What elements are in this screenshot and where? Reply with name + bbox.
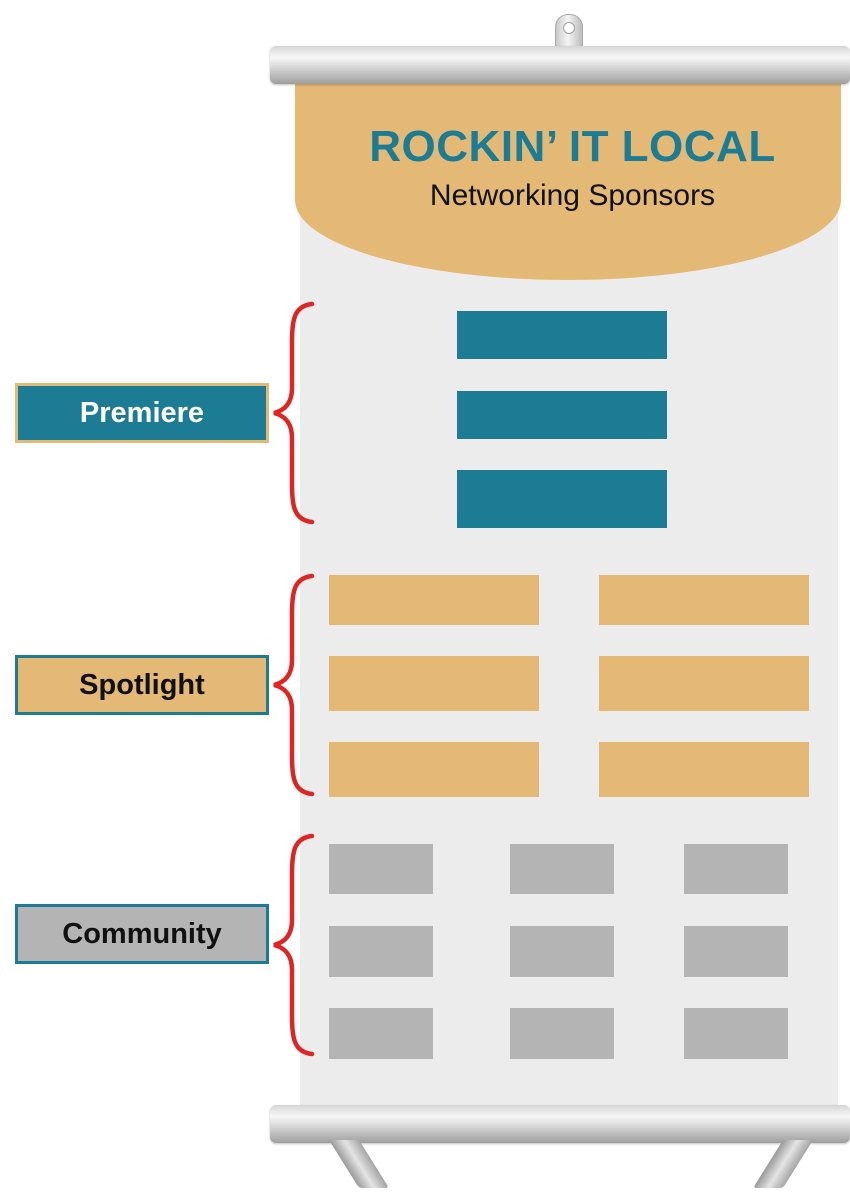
community-sponsor-slot bbox=[510, 926, 614, 977]
top-rail bbox=[270, 46, 850, 84]
community-sponsor-slot bbox=[329, 844, 433, 894]
community-sponsor-slot bbox=[684, 926, 788, 977]
banner-subtitle: Networking Sponsors bbox=[429, 179, 716, 212]
community-brace bbox=[273, 833, 315, 1057]
spotlight-brace bbox=[273, 573, 315, 797]
spotlight-sponsor-slot bbox=[599, 656, 809, 711]
banner-header bbox=[295, 84, 841, 280]
banner-title: ROCKIN’ IT LOCAL bbox=[369, 122, 776, 171]
hanger-hook bbox=[555, 14, 583, 52]
community-sponsor-slot bbox=[510, 844, 614, 894]
community-sponsor-slot bbox=[684, 1008, 788, 1059]
spotlight-sponsor-slot bbox=[329, 656, 539, 711]
left-foot bbox=[329, 1140, 389, 1188]
premiere-sponsor-slot bbox=[457, 391, 667, 439]
premiere-sponsor-slot bbox=[457, 311, 667, 359]
community-sponsor-slot bbox=[329, 926, 433, 977]
premiere-brace bbox=[273, 301, 315, 525]
tier-label-premiere: Premiere bbox=[15, 383, 269, 443]
spotlight-sponsor-slot bbox=[599, 742, 809, 797]
community-sponsor-slot bbox=[684, 844, 788, 894]
community-sponsor-slot bbox=[510, 1008, 614, 1059]
tier-label-spotlight: Spotlight bbox=[15, 655, 269, 715]
tier-label-community: Community bbox=[15, 904, 269, 964]
community-sponsor-slot bbox=[329, 1008, 433, 1059]
spotlight-sponsor-slot bbox=[599, 575, 809, 625]
spotlight-sponsor-slot bbox=[329, 575, 539, 625]
hanger-hole bbox=[563, 22, 575, 34]
premiere-sponsor-slot bbox=[457, 470, 667, 528]
right-foot bbox=[753, 1140, 813, 1188]
bottom-rail bbox=[270, 1105, 850, 1143]
spotlight-sponsor-slot bbox=[329, 742, 539, 797]
